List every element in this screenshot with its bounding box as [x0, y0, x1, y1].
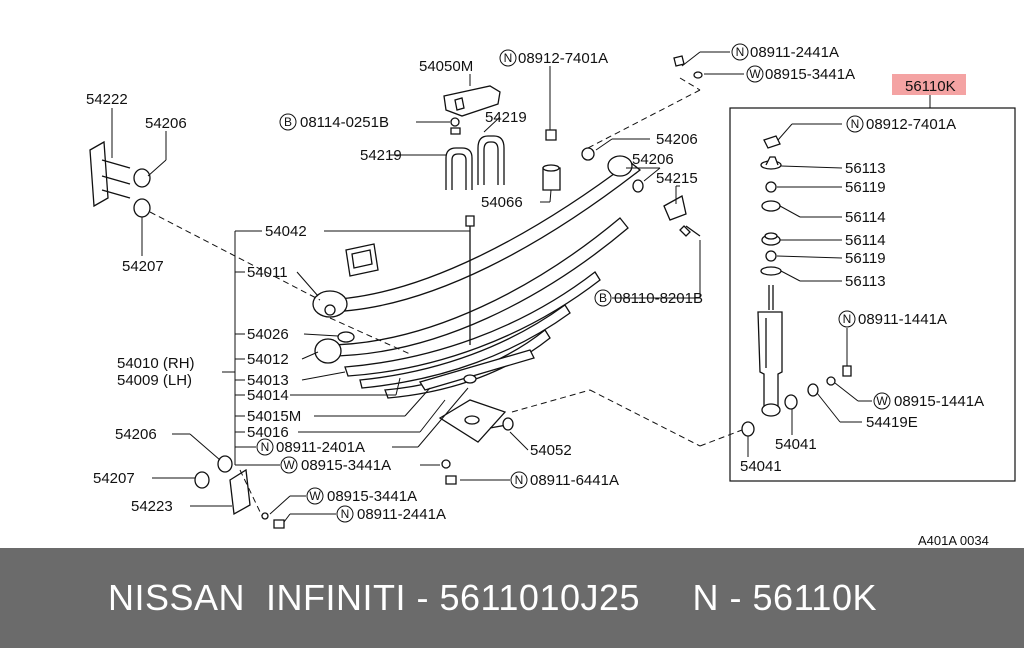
label-56114-a[interactable]: 56114	[845, 209, 886, 226]
label-54219-b[interactable]: 54219	[360, 147, 402, 164]
svg-text:N: N	[843, 312, 852, 326]
svg-text:W: W	[309, 489, 321, 503]
label-56113-b[interactable]: 56113	[845, 273, 886, 290]
svg-text:N: N	[515, 473, 524, 487]
svg-text:08915-3441A: 08915-3441A	[765, 66, 855, 83]
reference-code: A401A 0034	[918, 533, 989, 548]
svg-text:08911-2401A: 08911-2401A	[276, 439, 365, 456]
label-56113-a[interactable]: 56113	[845, 160, 886, 177]
label-54066[interactable]: 54066	[481, 194, 523, 211]
label-56119-b[interactable]: 56119	[845, 250, 886, 267]
svg-text:08911-1441A: 08911-1441A	[858, 311, 947, 328]
top-small-fasteners	[673, 55, 703, 79]
label-54222[interactable]: 54222	[86, 91, 128, 108]
highlight-label[interactable]: 56110K	[905, 78, 956, 95]
part-labels: 54222 54206 54207 54050M 54219 54219 540…	[86, 58, 989, 548]
label-54215[interactable]: 54215	[656, 170, 698, 187]
label-54014[interactable]: 54014	[247, 387, 289, 404]
svg-text:08110-8201B: 08110-8201B	[614, 290, 703, 307]
shock-top-nut	[763, 135, 781, 149]
label-54206-d[interactable]: 54206	[115, 426, 157, 443]
label-54419e[interactable]: 54419E	[866, 414, 918, 431]
svg-text:08912-7401A: 08912-7401A	[518, 50, 608, 67]
label-54206-b[interactable]: 54206	[656, 131, 698, 148]
fastener-callout-f8[interactable]: N 08911-6441A	[510, 471, 619, 489]
fastener-callout-f1[interactable]: N 08912-7401A	[499, 49, 608, 67]
shock-bushings	[741, 365, 852, 437]
svg-text:N: N	[341, 507, 350, 521]
label-54041-b[interactable]: 54041	[740, 458, 782, 475]
spring-pad	[345, 243, 379, 277]
svg-text:B: B	[599, 291, 607, 305]
shock-box-leaders	[747, 123, 872, 457]
svg-text:08915-3441A: 08915-3441A	[327, 488, 417, 505]
label-54041-a[interactable]: 54041	[775, 436, 817, 453]
highlight-marker	[892, 74, 966, 95]
svg-text:08911-2441A: 08911-2441A	[357, 506, 446, 523]
label-54016[interactable]: 54016	[247, 424, 289, 441]
label-54050m[interactable]: 54050M	[419, 58, 473, 75]
shock-absorber	[757, 285, 783, 417]
fastener-callout-f5[interactable]: B 08110-8201B	[594, 289, 703, 307]
front-hanger	[89, 140, 151, 218]
shock-detail-box	[729, 107, 1016, 482]
label-56119-a[interactable]: 56119	[845, 179, 886, 196]
label-54013[interactable]: 54013	[247, 372, 289, 389]
bump-stop-bracket	[443, 85, 501, 135]
fastener-callout-f4[interactable]: B 08114-0251B	[279, 113, 389, 131]
fastener-callout-f13[interactable]: W 08915-1441A	[873, 392, 984, 410]
spring-seat-plate	[438, 399, 514, 485]
label-54206-c[interactable]: 54206	[632, 151, 674, 168]
banner-text: NISSAN INFINITI - 5611010J25 N - 56110K	[108, 577, 877, 618]
label-56114-b[interactable]: 56114	[845, 232, 886, 249]
svg-text:08915-3441A: 08915-3441A	[301, 457, 391, 474]
label-54207-a[interactable]: 54207	[122, 258, 164, 275]
label-54011[interactable]: 54011	[247, 264, 288, 281]
svg-text:W: W	[283, 458, 295, 472]
svg-text:N: N	[261, 440, 270, 454]
svg-text:N: N	[736, 45, 745, 59]
fastener-callout-f12[interactable]: N 08911-1441A	[838, 310, 947, 328]
fastener-callouts: N 08912-7401A N 08911-2441A W 08915-3441…	[256, 43, 984, 523]
part-number-banner: NISSAN INFINITI - 5611010J25 N - 56110K	[0, 548, 1024, 648]
left-bracket-lines	[152, 230, 529, 523]
fastener-callout-f11[interactable]: N 08912-7401A	[846, 115, 956, 133]
leaf-spring-assembly	[312, 155, 642, 399]
fastener-callout-f2[interactable]: N 08911-2441A	[731, 43, 839, 61]
label-54223[interactable]: 54223	[131, 498, 173, 515]
label-54010[interactable]: 54010 (RH)	[117, 355, 195, 372]
svg-text:B: B	[284, 115, 292, 129]
label-54042[interactable]: 54042	[265, 223, 307, 240]
bottom-shackle	[194, 455, 285, 529]
svg-text:08114-0251B: 08114-0251B	[300, 114, 389, 131]
svg-text:N: N	[851, 117, 860, 131]
fastener-callout-f7[interactable]: W 08915-3441A	[280, 456, 391, 474]
label-54012[interactable]: 54012	[247, 351, 289, 368]
svg-text:08915-1441A: 08915-1441A	[894, 393, 984, 410]
fastener-callout-f3[interactable]: W 08915-3441A	[746, 65, 855, 83]
fastener-callout-f9[interactable]: W 08915-3441A	[306, 487, 417, 505]
label-54207-b[interactable]: 54207	[93, 470, 135, 487]
u-bolts	[445, 135, 505, 190]
svg-text:08912-7401A: 08912-7401A	[866, 116, 956, 133]
label-54206-a[interactable]: 54206	[145, 115, 187, 132]
fastener-callout-f6[interactable]: N 08911-2401A	[256, 438, 365, 456]
fastener-callout-f10[interactable]: N 08911-2441A	[336, 505, 446, 523]
svg-text:08911-6441A: 08911-6441A	[530, 472, 619, 489]
label-54219-a[interactable]: 54219	[485, 109, 527, 126]
label-54015m[interactable]: 54015M	[247, 408, 301, 425]
parts-diagram: 56110K	[86, 43, 1016, 548]
shock-washer-stack	[760, 156, 782, 276]
svg-text:W: W	[749, 67, 761, 81]
svg-text:W: W	[876, 394, 888, 408]
label-54052[interactable]: 54052	[530, 442, 572, 459]
svg-text:N: N	[504, 51, 513, 65]
label-54009[interactable]: 54009 (LH)	[117, 372, 192, 389]
bump-rubber	[542, 129, 561, 191]
top-leaders	[111, 51, 744, 299]
svg-text:08911-2441A: 08911-2441A	[750, 44, 839, 61]
label-54026[interactable]: 54026	[247, 326, 289, 343]
